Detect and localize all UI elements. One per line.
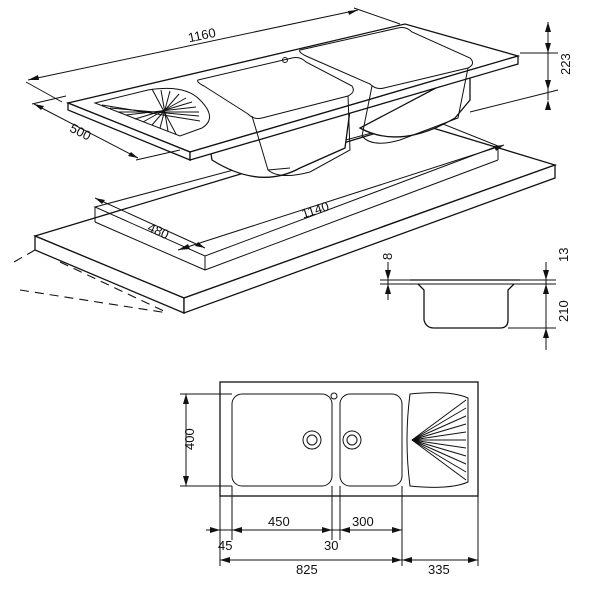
dim-lip-13: 13: [556, 248, 571, 262]
dim-plan-depth-400: 400: [182, 428, 197, 450]
dim-plan-300: 300: [352, 514, 374, 529]
dim-bowl-depth-210: 210: [556, 300, 571, 322]
section-view: 8 13 210: [380, 248, 571, 350]
sink-isometric: [65, 23, 521, 178]
countertop-cutout: [13, 117, 558, 314]
dim-plan-30: 30: [324, 538, 338, 553]
dim-plan-45: 45: [218, 538, 232, 553]
dim-rim-8: 8: [380, 253, 395, 260]
dim-plan-450: 450: [268, 514, 290, 529]
plan-view: 400 450 300 45 30 825 335: [180, 381, 479, 577]
dim-height-223: 223: [558, 53, 573, 75]
drainer-ribs: [93, 87, 210, 137]
dim-length-1160: 1160: [187, 25, 217, 45]
dim-plan-335: 335: [428, 562, 450, 577]
plan-drainer: [406, 392, 469, 488]
dim-plan-825: 825: [296, 562, 318, 577]
